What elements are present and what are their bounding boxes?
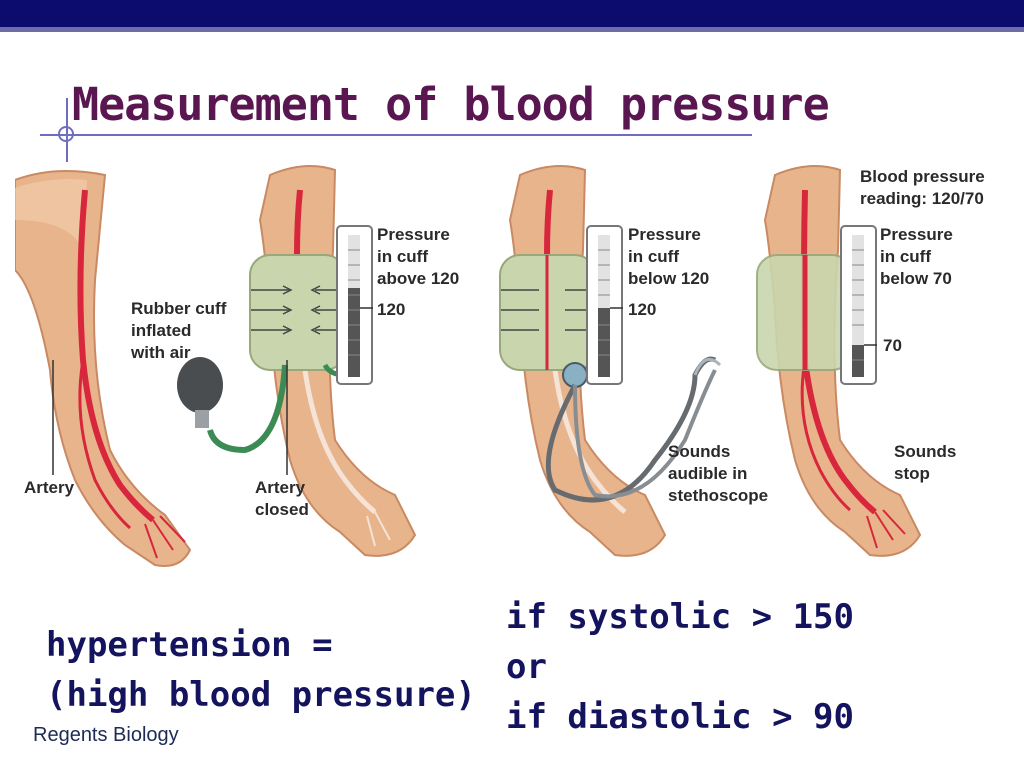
artery-label-1: Artery — [24, 478, 75, 497]
arm-panel-2: Rubber cuff inflated with air Pressure i… — [130, 166, 459, 556]
pressure-label-2-line1: Pressure — [377, 225, 450, 244]
blood-pressure-figure: Artery Rubber cuff inflated with air Pre… — [15, 160, 1015, 580]
sounds-stop-label-line2: stop — [894, 464, 930, 483]
gauge-mark-3: 120 — [628, 300, 656, 319]
cuff-label-line2: inflated — [131, 321, 191, 340]
top-bar — [0, 0, 1024, 27]
stethoscope-icon — [563, 363, 587, 387]
criteria-diastolic: if diastolic > 90 — [506, 692, 854, 742]
pressure-label-3-line2: in cuff — [628, 247, 679, 266]
title-underline — [40, 134, 752, 136]
sounds-stop-label-line1: Sounds — [894, 442, 956, 461]
cuff-label-line1: Rubber cuff — [131, 299, 227, 318]
hypertension-line2: (high blood pressure) — [46, 670, 476, 720]
gauge-mark-2: 120 — [377, 300, 405, 319]
pressure-label-4-line1: Pressure — [880, 225, 953, 244]
pressure-label-2-line2: in cuff — [377, 247, 428, 266]
pressure-label-2-line3: above 120 — [377, 269, 459, 288]
sounds-audible-label-line3: stethoscope — [668, 486, 768, 505]
pressure-label-4-line2: in cuff — [880, 247, 931, 266]
arm-panel-3: Pressure in cuff below 120 120 Sounds au… — [500, 166, 768, 556]
cuff-label-line3: with air — [130, 343, 191, 362]
criteria-or: or — [506, 642, 854, 692]
slide-title: Measurement of blood pressure — [72, 78, 829, 131]
hypertension-criteria: if systolic > 150 or if diastolic > 90 — [506, 592, 854, 742]
crosshair-circle-icon — [58, 126, 74, 142]
hypertension-line1: hypertension = — [46, 620, 476, 670]
sounds-audible-label-line1: Sounds — [668, 442, 730, 461]
pump-bulb — [177, 357, 223, 413]
top-bar-accent-line — [0, 27, 1024, 32]
arm-panel-1: Artery — [15, 171, 190, 566]
sounds-audible-label-line2: audible in — [668, 464, 747, 483]
footer-label: Regents Biology — [33, 724, 179, 747]
criteria-systolic: if systolic > 150 — [506, 592, 854, 642]
reading-label-line1: Blood pressure — [860, 167, 985, 186]
hypertension-definition: hypertension = (high blood pressure) — [46, 620, 476, 720]
pressure-label-3-line1: Pressure — [628, 225, 701, 244]
artery-closed-label-line1: Artery — [255, 478, 306, 497]
pressure-label-3-line3: below 120 — [628, 269, 709, 288]
arm-panel-4: Blood pressure reading: 120/70 Pressure … — [757, 166, 985, 556]
pressure-label-4-line3: below 70 — [880, 269, 952, 288]
reading-label-line2: reading: 120/70 — [860, 189, 984, 208]
artery-closed-label-line2: closed — [255, 500, 309, 519]
gauge-mark-4: 70 — [883, 336, 902, 355]
cuff-2 — [250, 255, 345, 370]
